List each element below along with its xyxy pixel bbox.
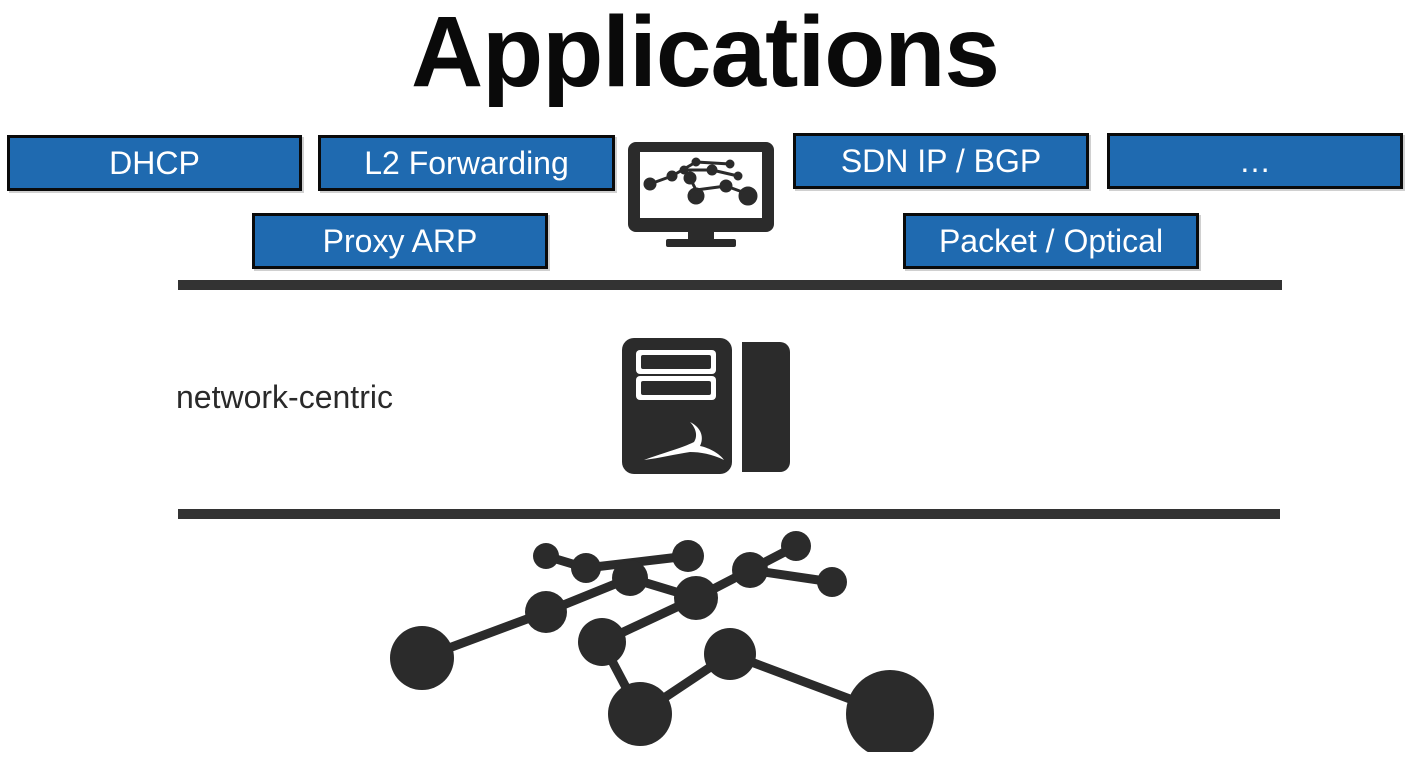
- app-box-dhcp[interactable]: DHCP: [7, 135, 302, 191]
- app-box-more[interactable]: …: [1107, 133, 1403, 189]
- divider-bottom: [178, 509, 1280, 519]
- app-box-sdn-ip-bgp[interactable]: SDN IP / BGP: [793, 133, 1089, 189]
- divider-top: [178, 280, 1282, 290]
- page-title: Applications: [410, 0, 1000, 108]
- app-box-proxy-arp[interactable]: Proxy ARP: [252, 213, 548, 269]
- monitor-network-icon: [628, 142, 774, 247]
- app-box-l2-forwarding[interactable]: L2 Forwarding: [318, 135, 615, 191]
- app-box-packet-optical[interactable]: Packet / Optical: [903, 213, 1199, 269]
- controller-server-icon: [622, 338, 790, 474]
- network-topology-icon: [390, 531, 934, 752]
- layer-label-network-centric: network-centric: [176, 379, 393, 415]
